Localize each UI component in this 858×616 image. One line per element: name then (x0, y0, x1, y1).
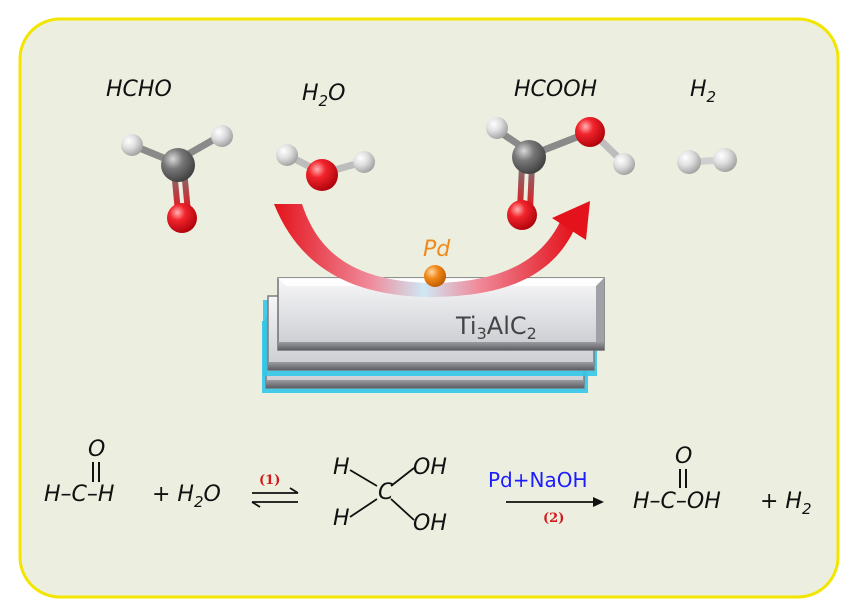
step2-label: (2) (543, 511, 564, 526)
reaction-arrow (274, 201, 590, 297)
intermediate-h-top: H (333, 455, 350, 480)
reactant-water-sub: 2 (194, 493, 204, 511)
reactant-oxygen: O (88, 437, 105, 462)
catalyst-label: Pd+NaOH (488, 468, 588, 492)
label-alc: AlC (487, 312, 527, 340)
oxygen-atom (575, 117, 605, 147)
label-water-o: O (328, 81, 345, 106)
reactant-water: + H2O (152, 482, 221, 511)
reactant-chain: H–C–H (44, 482, 114, 507)
label-water-h: H (302, 81, 319, 106)
product-h2-h: + H (760, 489, 802, 514)
bond (390, 467, 415, 487)
product-oxygen: O (675, 444, 692, 469)
reaction-equation: O H–C–H + H2O (1) H H C OH OH Pd+NaOH (2… (44, 437, 812, 536)
label-ti3alc2: Ti3AlC2 (455, 312, 537, 343)
hydrogen-atom (613, 153, 635, 175)
label-ti-sub: 3 (477, 324, 487, 343)
reactant-water-o: O (204, 482, 221, 507)
hydrogen-atom (353, 151, 375, 173)
hydrogen-model (677, 148, 737, 174)
sheet-edge (266, 380, 584, 388)
oxygen-atom (507, 200, 537, 230)
forward-arrow-head (289, 487, 299, 494)
product-chain: H–C–OH (633, 489, 721, 514)
sheet-edge (278, 342, 604, 350)
product-h2: + H2 (760, 489, 812, 518)
arrow-head (552, 201, 590, 240)
hydrogen-atom (121, 134, 143, 156)
carbon-atom (512, 140, 546, 174)
hydrogen-atom (276, 144, 298, 166)
label-ti: Ti (455, 312, 477, 340)
equilibrium-arrows (251, 487, 299, 508)
label-c-sub: 2 (527, 324, 537, 343)
water-model (276, 144, 375, 191)
step2-arrow-head (593, 497, 604, 507)
intermediate-h-bottom: H (333, 506, 350, 531)
reverse-arrow-head (251, 501, 261, 508)
sheet-edge (268, 362, 594, 370)
label-hcooh: HCOOH (514, 77, 597, 102)
label-h2: H2 (690, 77, 716, 106)
product-h2-sub: 2 (802, 500, 812, 518)
label-pd: Pd (423, 237, 451, 262)
oxygen-atom (306, 159, 338, 191)
hydrogen-atom (486, 117, 508, 139)
bond (349, 469, 378, 487)
hydrogen-atom (713, 148, 737, 172)
label-hcho: HCHO (106, 77, 172, 102)
sheet-bevel (596, 278, 604, 350)
oxygen-atom (167, 203, 197, 233)
label-h2-h: H (690, 77, 707, 102)
hydrogen-atom (211, 125, 233, 147)
bond (349, 498, 378, 518)
palladium-atom (424, 265, 446, 287)
carbon-atom (161, 148, 195, 182)
bond (390, 498, 415, 521)
hcho-model (121, 125, 233, 233)
hydrogen-atom (677, 150, 701, 174)
formic-acid-model (486, 117, 635, 230)
label-h2-sub: 2 (707, 88, 717, 106)
reactant-water-h: + H (152, 482, 194, 507)
label-water: H2O (302, 81, 345, 110)
intermediate-oh-top: OH (413, 455, 447, 480)
arrow-body (274, 204, 574, 297)
intermediate-oh-bottom: OH (413, 511, 447, 536)
label-water-sub: 2 (319, 92, 329, 110)
step1-label: (1) (259, 473, 280, 488)
intermediate-carbon: C (378, 480, 394, 505)
